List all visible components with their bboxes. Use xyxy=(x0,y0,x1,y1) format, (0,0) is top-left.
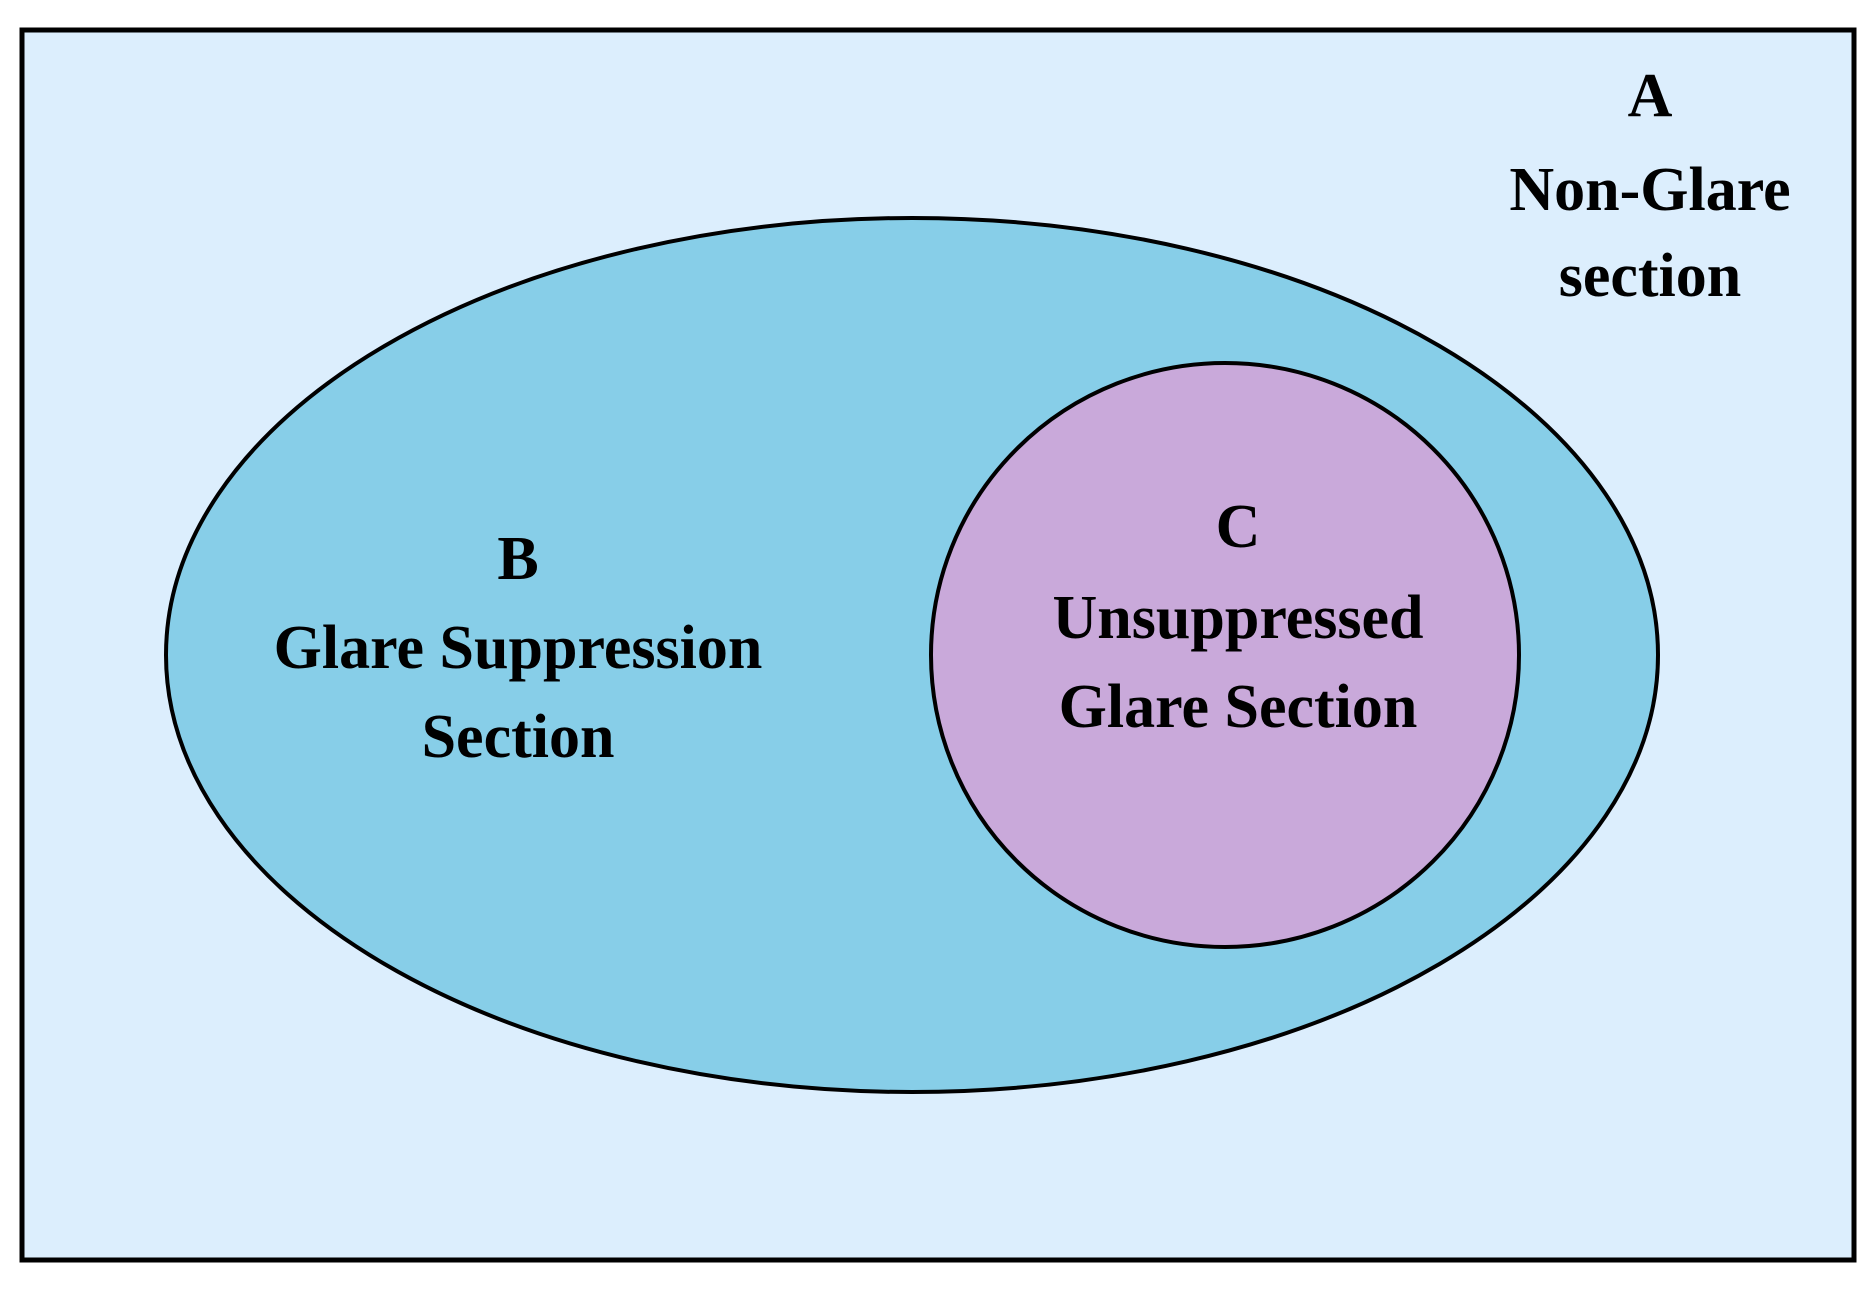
region-c-letter: C xyxy=(1216,493,1261,561)
region-c-label-line2: Glare Section xyxy=(1059,673,1418,741)
region-b-label-line1: Glare Suppression xyxy=(274,614,763,682)
region-c-circle xyxy=(929,361,1521,949)
region-b-letter: B xyxy=(497,525,538,593)
region-a-label-line1: Non-Glare xyxy=(1509,156,1790,224)
region-c-label-line1: Unsuppressed xyxy=(1052,584,1423,652)
region-a-letter: A xyxy=(1628,62,1673,130)
region-a-label-line2: section xyxy=(1559,242,1742,310)
region-b-label-line2: Section xyxy=(422,703,615,771)
